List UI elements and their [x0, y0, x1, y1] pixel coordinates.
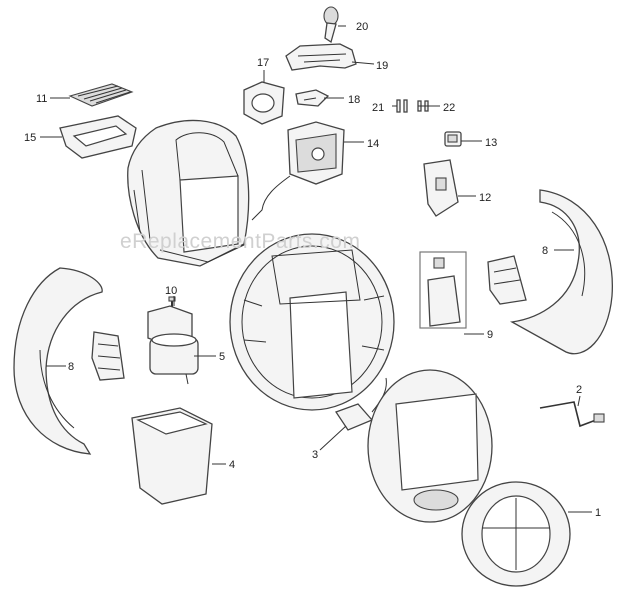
- part-17-frame: [243, 81, 285, 125]
- part-14-control-board: [251, 121, 345, 221]
- part-5-motor: [147, 305, 199, 385]
- part-2-power-cord: [539, 401, 605, 428]
- callout-8-right: 8: [542, 245, 548, 257]
- callout-17: 17: [257, 57, 269, 69]
- part-11-filter-grill: [68, 83, 134, 107]
- rear-housing: [367, 369, 493, 523]
- central-wheel-housing: [229, 233, 395, 411]
- callout-8-left: 8: [68, 361, 74, 373]
- callout-2: 2: [576, 384, 582, 396]
- callout-14: 14: [367, 138, 379, 150]
- part-15-tray: [59, 115, 137, 159]
- part-19-latch-housing: [285, 43, 357, 71]
- watermark-text: eReplacementParts.com: [120, 230, 360, 253]
- callout-10: 10: [165, 285, 177, 297]
- callout-18: 18: [348, 94, 360, 106]
- upper-housing: [127, 119, 250, 267]
- callout-4: 4: [229, 459, 235, 471]
- part-12-side-panel: [423, 159, 459, 217]
- callout-9: 9: [487, 329, 493, 341]
- part-20-knob: [323, 6, 339, 44]
- part-4-bucket: [131, 407, 213, 505]
- callout-12: 12: [479, 192, 491, 204]
- callout-numbers: 20 19 17 18 21 22 13 14 11 15 12 8 10 5 …: [24, 21, 601, 519]
- right-inner-grill: [487, 255, 527, 305]
- part-13-button: [444, 131, 462, 147]
- part-1-cover-disc: [461, 481, 571, 587]
- callout-11: 11: [36, 93, 47, 105]
- callout-3: 3: [312, 449, 318, 461]
- callout-22: 22: [443, 102, 455, 114]
- part-22-pin: [417, 100, 429, 112]
- callout-21: 21: [372, 102, 384, 114]
- callout-20: 20: [356, 21, 368, 33]
- callout-1: 1: [595, 507, 601, 519]
- callout-5: 5: [219, 351, 225, 363]
- callout-13: 13: [485, 137, 497, 149]
- callout-19: 19: [376, 60, 388, 72]
- part-9-module: [419, 251, 467, 329]
- part-21-pin: [396, 99, 408, 113]
- callout-15: 15: [24, 132, 36, 144]
- left-inner-grill: [91, 331, 125, 381]
- leader-lines: [40, 25, 592, 513]
- part-18-latch: [295, 89, 330, 107]
- part-8-left-shell: [13, 267, 103, 455]
- part-8-right-shell: [509, 189, 613, 355]
